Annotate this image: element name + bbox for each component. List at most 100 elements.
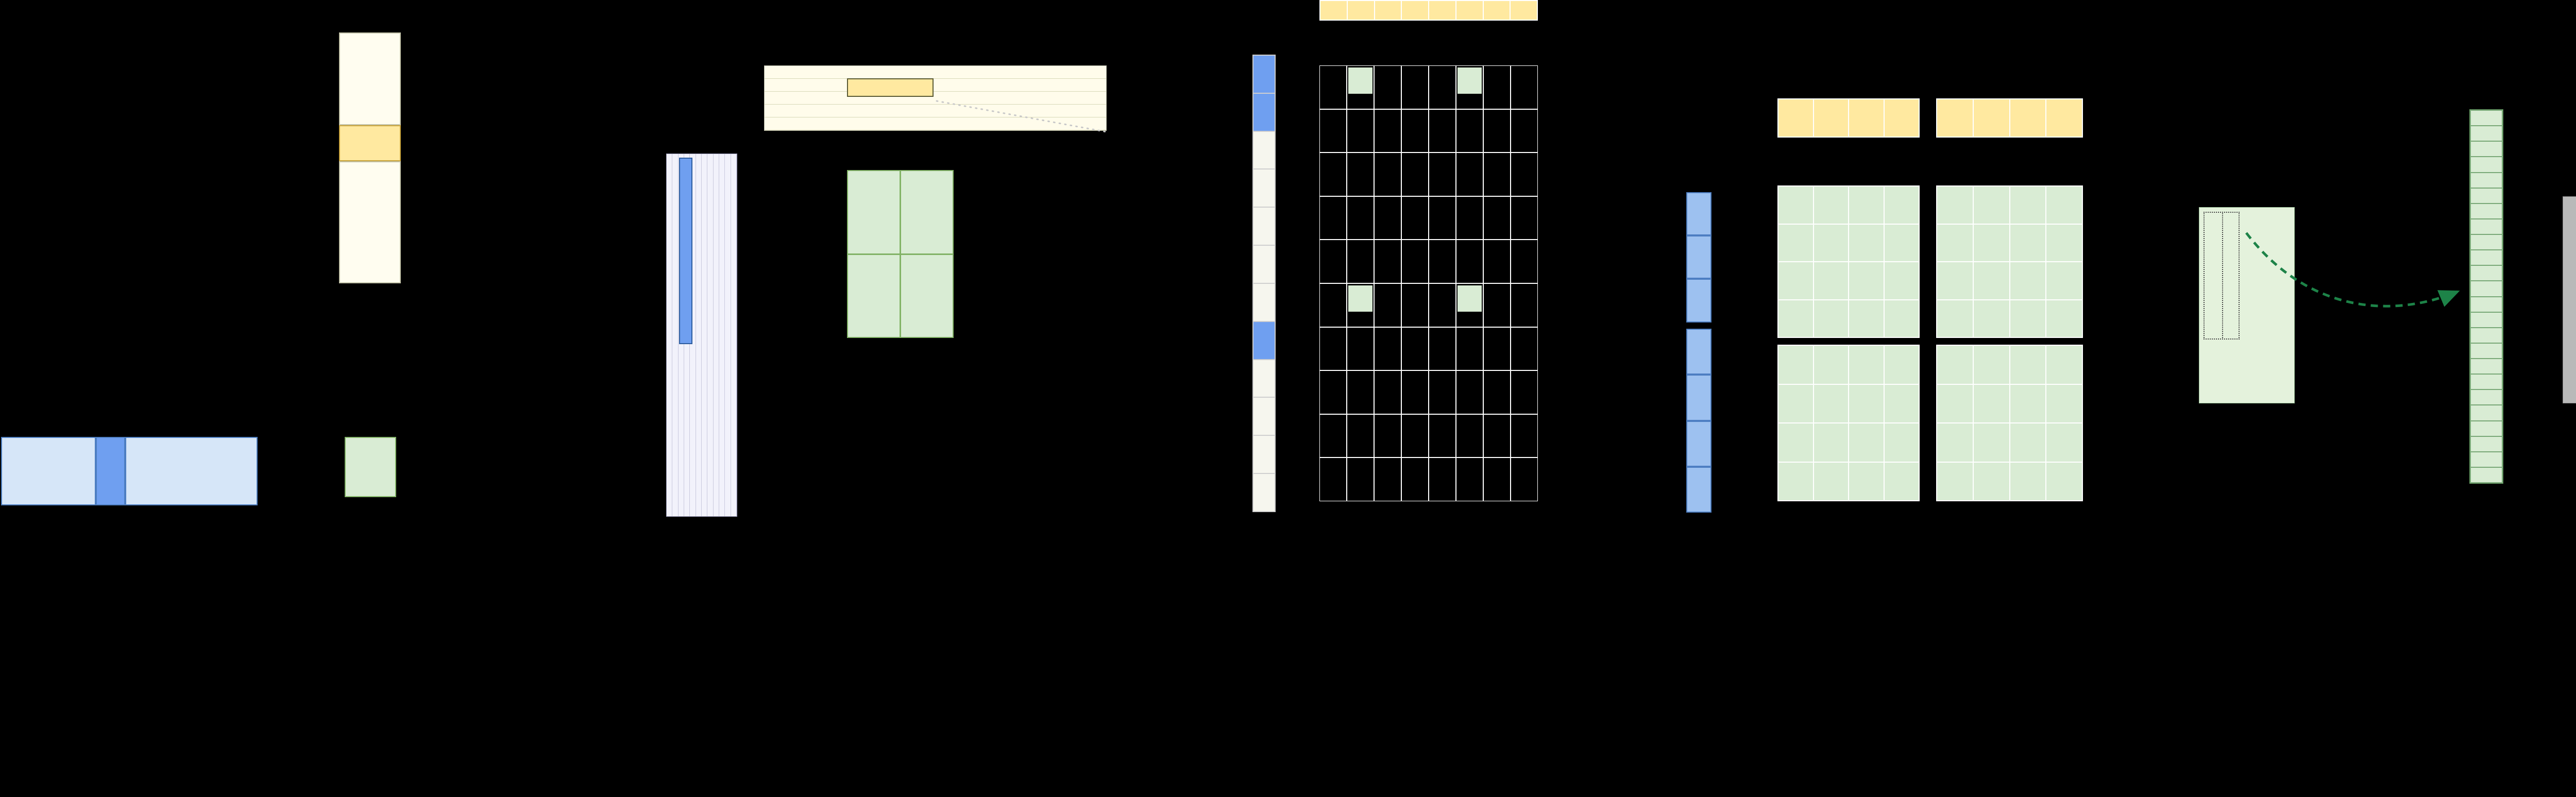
stripe xyxy=(765,66,1106,79)
grid-cell xyxy=(1484,66,1510,109)
cell xyxy=(1973,99,2009,137)
cell xyxy=(2471,421,2502,436)
cell xyxy=(1483,1,1510,20)
grid-cell xyxy=(1484,327,1510,370)
stripe xyxy=(731,154,737,516)
grid-cell xyxy=(1973,462,2009,500)
grid-cell xyxy=(1937,346,1973,384)
grid-cell xyxy=(1347,66,1374,109)
grid-cell xyxy=(1937,462,1973,500)
grid-cell xyxy=(1347,414,1374,457)
yellow-header-row-right xyxy=(1936,98,2083,138)
ivory-column-vector xyxy=(339,32,401,283)
cell xyxy=(1320,1,1347,20)
cell xyxy=(1347,1,1374,20)
stripe xyxy=(765,105,1106,117)
stripe xyxy=(765,117,1106,130)
cell xyxy=(1814,99,1848,137)
grid-cell xyxy=(1814,186,1848,224)
grid-cell xyxy=(1778,262,1813,299)
segment xyxy=(339,161,401,283)
cell xyxy=(1375,1,1401,20)
grid-cell xyxy=(1884,262,1919,299)
grid-cell xyxy=(2010,262,2046,299)
grid-cell xyxy=(1347,327,1374,370)
cell xyxy=(2471,375,2502,389)
stripe xyxy=(765,92,1106,105)
grid-cell xyxy=(1402,66,1428,109)
grid-cell xyxy=(1456,458,1483,501)
cell xyxy=(1849,99,1884,137)
grid-cell xyxy=(1511,196,1537,240)
cell xyxy=(2471,204,2502,218)
cell xyxy=(2471,173,2502,188)
grid-cell xyxy=(1973,346,2009,384)
grid-cell xyxy=(1429,414,1455,457)
grid-cell xyxy=(1484,153,1510,196)
grid-cell xyxy=(1402,283,1428,327)
grid-cell xyxy=(1320,371,1346,414)
grid-cell xyxy=(1375,196,1401,240)
grid-cell xyxy=(1937,262,1973,299)
grid-cell xyxy=(1429,327,1455,370)
cell xyxy=(2010,99,2046,137)
cell xyxy=(1253,321,1275,359)
grid-cell xyxy=(2010,462,2046,500)
segment xyxy=(339,32,401,125)
grid-cell xyxy=(1849,423,1884,462)
grid-cell xyxy=(1511,371,1537,414)
grid-cell xyxy=(1402,153,1428,196)
grid-cell xyxy=(1511,66,1537,109)
cell xyxy=(1253,56,1275,93)
grid-cell xyxy=(1456,196,1483,240)
grid-cell xyxy=(2010,346,2046,384)
grid-cell xyxy=(1456,240,1483,283)
segment xyxy=(1686,329,1711,375)
cell xyxy=(1253,436,1275,473)
cell xyxy=(2471,111,2502,126)
grid-cell xyxy=(1814,346,1848,384)
grid-cell xyxy=(1814,300,1848,337)
grid-cell xyxy=(1937,423,1973,462)
cell xyxy=(1456,1,1483,20)
segment xyxy=(1,437,96,505)
sparse-attention-matrix xyxy=(1319,65,1538,501)
grid-cell xyxy=(1849,224,1884,261)
segment xyxy=(1686,375,1711,421)
cell xyxy=(1253,208,1275,245)
cell xyxy=(2471,436,2502,451)
selection-source-block xyxy=(2199,207,2295,403)
grid-cell xyxy=(1511,414,1537,457)
cell xyxy=(1253,131,1275,169)
grid-cell xyxy=(1849,462,1884,500)
grid-cell xyxy=(1849,262,1884,299)
grid-cell xyxy=(1484,371,1510,414)
cell xyxy=(1253,474,1275,511)
green-grid-2x2 xyxy=(847,170,954,338)
grid-cell xyxy=(2046,262,2082,299)
cell xyxy=(2046,99,2082,137)
grid-cell xyxy=(1778,186,1813,224)
grid-cell xyxy=(1402,458,1428,501)
stripe xyxy=(667,154,673,516)
highlighted-cell xyxy=(1458,285,1482,312)
stripe xyxy=(690,154,696,516)
grid-cell xyxy=(1402,327,1428,370)
cell xyxy=(2471,219,2502,234)
grid-cell xyxy=(1884,186,1919,224)
grid-cell xyxy=(1778,462,1813,500)
grid-cell xyxy=(2010,300,2046,337)
grid-cell xyxy=(1884,300,1919,337)
segment xyxy=(1686,323,1711,329)
selected-yellow-cell xyxy=(847,78,934,97)
grid-cell xyxy=(1511,153,1537,196)
grid-cell xyxy=(1320,66,1346,109)
grid-cell xyxy=(1884,384,1919,422)
grid-cell xyxy=(1347,153,1374,196)
cell xyxy=(2471,297,2502,312)
grid-cell xyxy=(1456,66,1483,109)
grid-cell xyxy=(1484,458,1510,501)
segment xyxy=(1686,466,1711,513)
grid-cell xyxy=(1375,414,1401,457)
grid-cell xyxy=(1429,109,1455,152)
